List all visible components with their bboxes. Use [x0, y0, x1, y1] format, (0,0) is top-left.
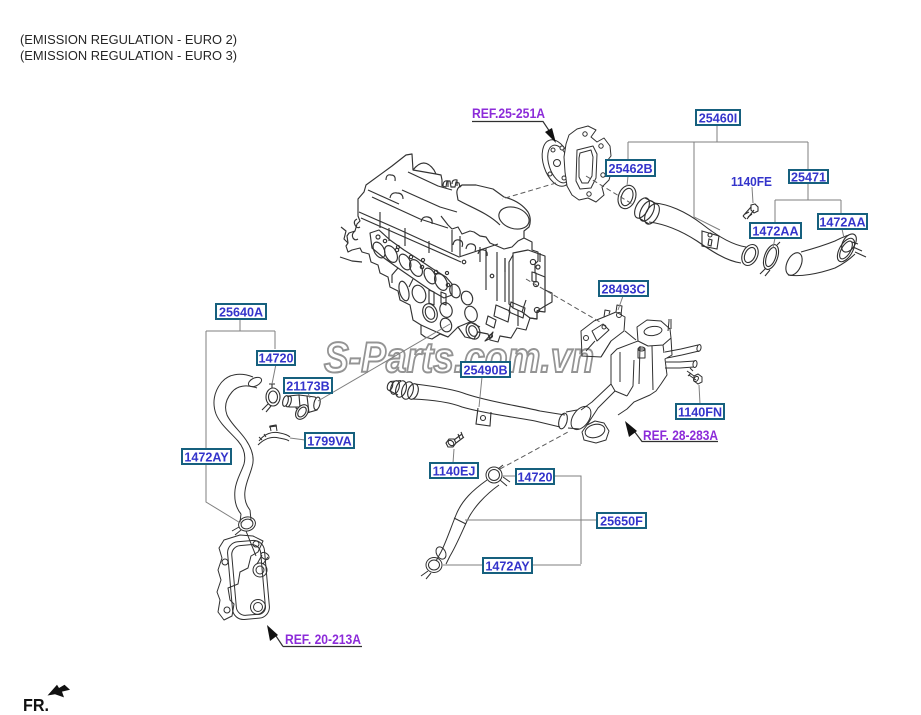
svg-text:25490B: 25490B [463, 364, 507, 378]
svg-text:(EMISSION REGULATION - EURO 2): (EMISSION REGULATION - EURO 2) [20, 32, 237, 47]
svg-text:21173B: 21173B [286, 380, 329, 394]
svg-text:1472AA: 1472AA [752, 225, 798, 239]
svg-text:14720: 14720 [258, 352, 293, 366]
svg-text:REF. 28-283A: REF. 28-283A [643, 428, 718, 443]
svg-text:1140FN: 1140FN [678, 406, 722, 420]
svg-text:25462B: 25462B [608, 162, 652, 176]
svg-text:1799VA: 1799VA [307, 435, 352, 449]
svg-text:25460I: 25460I [699, 112, 738, 126]
svg-text:S-Parts.com.vn: S-Parts.com.vn [324, 335, 594, 382]
svg-text:1140FE: 1140FE [731, 175, 772, 189]
svg-text:1472AY: 1472AY [485, 560, 530, 574]
svg-text:1140EJ: 1140EJ [433, 465, 476, 479]
svg-text:25650F: 25650F [600, 515, 643, 529]
svg-text:25640A: 25640A [219, 306, 263, 320]
svg-text:28493C: 28493C [601, 283, 645, 297]
svg-text:1472AY: 1472AY [184, 451, 229, 465]
svg-text:(EMISSION REGULATION - EURO 3): (EMISSION REGULATION - EURO 3) [20, 48, 237, 63]
svg-text:1472AA: 1472AA [819, 216, 865, 230]
svg-text:FR.: FR. [23, 695, 49, 715]
svg-text:25471: 25471 [791, 171, 826, 185]
svg-text:REF. 20-213A: REF. 20-213A [285, 632, 361, 647]
svg-text:14720: 14720 [517, 471, 552, 485]
svg-text:REF.25-251A: REF.25-251A [472, 106, 545, 121]
